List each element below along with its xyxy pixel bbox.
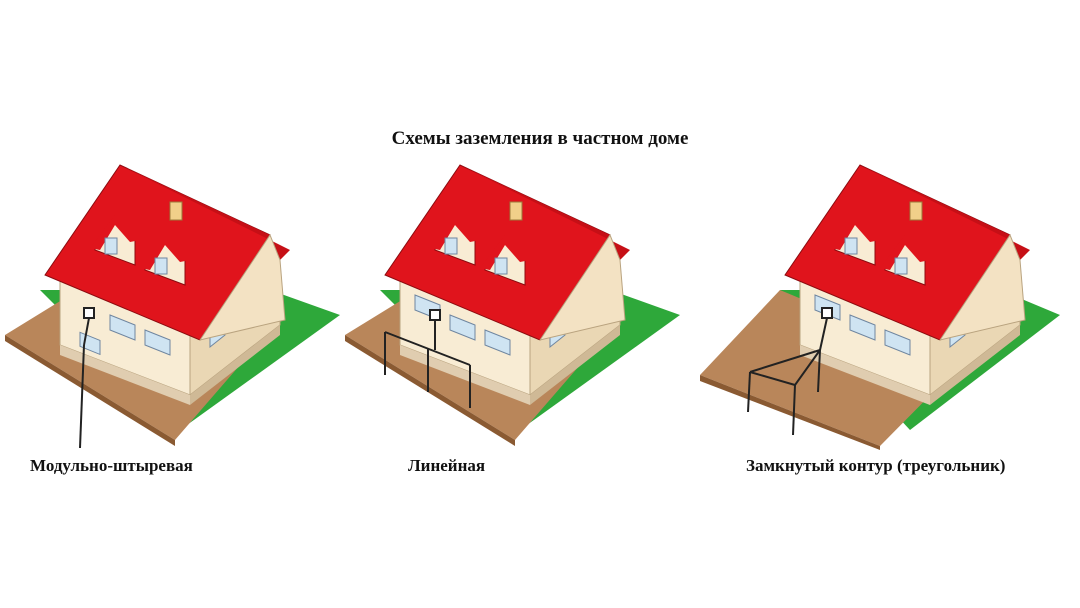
- chimney: [909, 201, 923, 221]
- ground-rod: [792, 384, 796, 436]
- scheme-label-linear: Линейная: [408, 456, 486, 475]
- roof-gable: [198, 233, 286, 341]
- scheme-closed-loop-triangle: [700, 150, 1060, 450]
- ground-rod: [817, 349, 821, 393]
- roof-gable: [538, 233, 626, 341]
- window: [884, 329, 911, 356]
- scheme-modular-pin: [0, 150, 360, 450]
- dormer-roof: [90, 215, 140, 250]
- window: [484, 329, 511, 356]
- house-plinth: [60, 345, 190, 405]
- window: [144, 329, 171, 356]
- dormer-window: [104, 237, 118, 255]
- ground-edge: [700, 375, 880, 450]
- ground-edge: [5, 335, 175, 446]
- ground-strip: [794, 349, 821, 386]
- ground-strip: [749, 371, 796, 386]
- scheme-linear: [340, 150, 700, 450]
- house-illustration: [345, 164, 680, 446]
- diagram-title: Схемы заземления в частном доме: [391, 128, 689, 149]
- dormer-window: [444, 237, 458, 255]
- ground-edge: [345, 335, 515, 446]
- ground-terminal-box: [821, 307, 833, 319]
- ground-terminal-box: [83, 307, 95, 319]
- grounding-system: [79, 307, 95, 449]
- ground-conductor: [83, 317, 90, 346]
- house-plinth-side: [530, 325, 620, 405]
- house-plinth: [800, 345, 930, 405]
- house-illustration: [700, 164, 1060, 450]
- dormer-roof: [830, 215, 880, 250]
- grounding-system: [747, 307, 833, 436]
- window: [109, 314, 136, 341]
- roof-gable: [938, 233, 1026, 341]
- house-plinth-side: [930, 325, 1020, 405]
- house: [345, 164, 680, 446]
- ground-terminal-box: [429, 309, 441, 321]
- dormer-roof: [430, 215, 480, 250]
- ground-conductor: [819, 317, 828, 351]
- window: [449, 314, 476, 341]
- dormer-window: [844, 237, 858, 255]
- dormer-window: [154, 257, 168, 275]
- chimney: [169, 201, 183, 221]
- house: [700, 164, 1060, 450]
- house-plinth: [400, 345, 530, 405]
- ground-rod: [79, 344, 85, 449]
- ground-strip: [749, 349, 821, 373]
- house: [5, 164, 340, 446]
- dormer-roof: [480, 235, 530, 270]
- ground-rod: [747, 371, 751, 413]
- chimney: [509, 201, 523, 221]
- scheme-label-closed-loop-triangle: Замкнутый контур (треугольник): [746, 456, 1006, 475]
- house-illustration: [5, 164, 340, 449]
- scheme-label-modular-pin: Модульно-штыревая: [30, 456, 193, 475]
- house-plinth-side: [190, 325, 280, 405]
- dormer-window: [494, 257, 508, 275]
- window: [849, 314, 876, 341]
- grounding-system: [384, 309, 471, 408]
- ground-plot: [700, 290, 960, 446]
- dormer-window: [894, 257, 908, 275]
- dormer-roof: [880, 235, 930, 270]
- dormer-roof: [140, 235, 190, 270]
